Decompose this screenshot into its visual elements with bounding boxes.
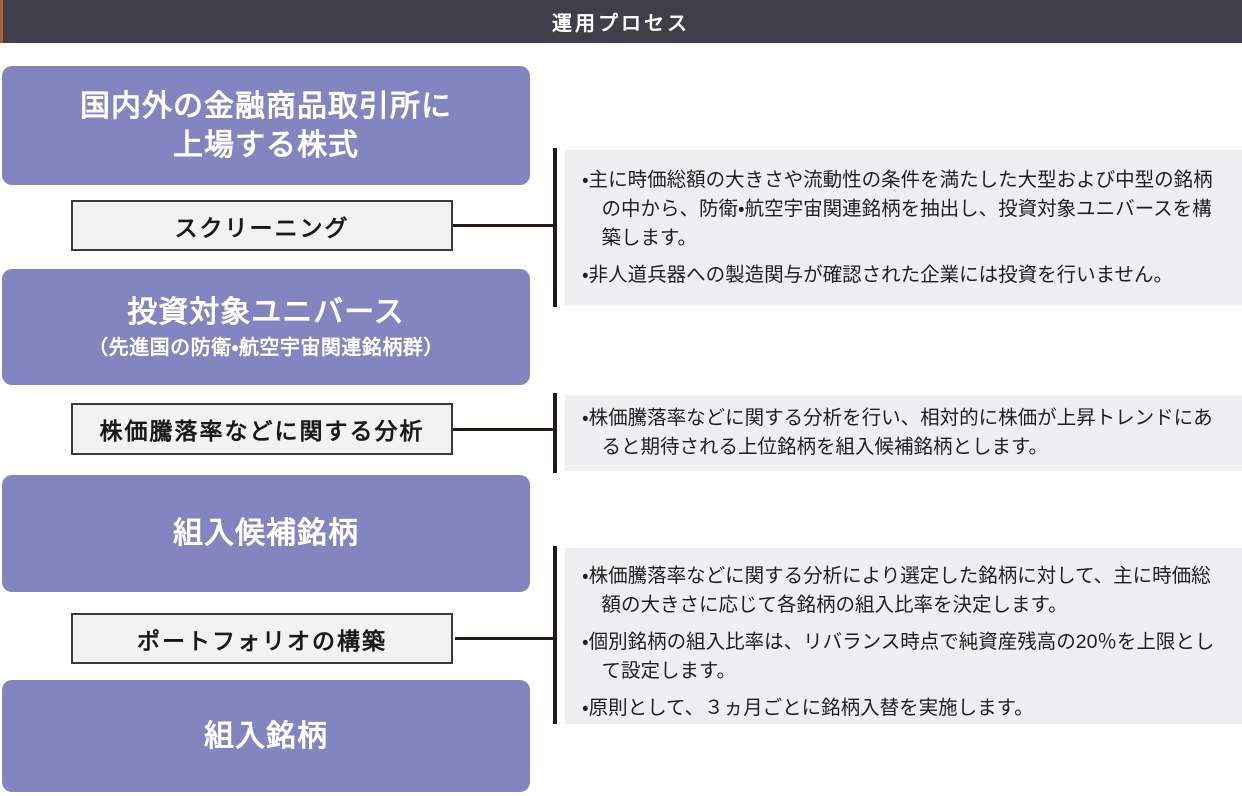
stage-label: 投資対象ユニバース <box>127 295 405 329</box>
process-label: スクリーニング <box>174 214 350 241</box>
note-panel-screening: ・主に時価総額の大きさや流動性の条件を満たした大型および中型の銘柄の中から、防衛… <box>565 150 1242 305</box>
note-bullet: ・株価騰落率などに関する分析により選定した銘柄に対して、主に時価総額の大きさに応… <box>582 565 1211 616</box>
header-accent-stripe <box>0 0 3 43</box>
process-box-analysis: 株価騰落率などに関する分析 <box>71 403 453 455</box>
header-bar: 運用プロセス <box>0 0 1242 43</box>
stage-label: 組入候補銘柄 <box>173 517 359 550</box>
stage-label: 国内外の金融商品取引所に <box>80 89 452 123</box>
process-box-screening: スクリーニング <box>71 200 453 251</box>
stage-sublabel: （先進国の防衛・航空宇宙関連銘柄群） <box>88 336 444 359</box>
connector-line-screening <box>453 224 557 227</box>
stage-label: 組入銘柄 <box>204 719 328 753</box>
page-title: 運用プロセス <box>552 13 690 35</box>
process-label: ポートフォリオの構築 <box>137 627 387 654</box>
note-rule-1 <box>553 148 557 307</box>
note-bullet: ・原則として、３ヵ月ごとに銘柄入替を実施します。 <box>582 697 1034 719</box>
note-panel-construction: ・株価騰落率などに関する分析により選定した銘柄に対して、主に時価総額の大きさに応… <box>565 548 1242 724</box>
note-bullet: ・主に時価総額の大きさや流動性の条件を満たした大型および中型の銘柄の中から、防衛… <box>582 169 1213 249</box>
stage-box-holdings: 組入銘柄 <box>2 680 530 792</box>
note-bullet: ・非人道兵器への製造関与が確認された企業には投資を行いません。 <box>582 264 1174 286</box>
note-bullet: ・株価騰落率などに関する分析を行い、相対的に株価が上昇トレンドにあると期待される… <box>582 407 1213 458</box>
process-label: 株価騰落率などに関する分析 <box>99 418 425 444</box>
note-panel-analysis: ・株価騰落率などに関する分析を行い、相対的に株価が上昇トレンドにあると期待される… <box>565 395 1242 471</box>
stage-box-universe: 投資対象ユニバース （先進国の防衛・航空宇宙関連銘柄群） <box>2 269 530 385</box>
note-rule-3 <box>553 546 557 724</box>
connector-line-analysis <box>453 428 557 431</box>
stage-box-listed-stocks: 国内外の金融商品取引所に 上場する株式 <box>2 66 530 185</box>
process-box-portfolio-construction: ポートフォリオの構築 <box>71 613 453 664</box>
stage-box-candidates: 組入候補銘柄 <box>2 475 530 592</box>
note-rule-2 <box>553 393 557 473</box>
stage-label: 上場する株式 <box>173 128 359 162</box>
note-bullet: ・個別銘柄の組入比率は、リバランス時点で純資産残高の20％を上限として設定します… <box>582 631 1215 682</box>
connector-line-construction <box>455 637 557 640</box>
